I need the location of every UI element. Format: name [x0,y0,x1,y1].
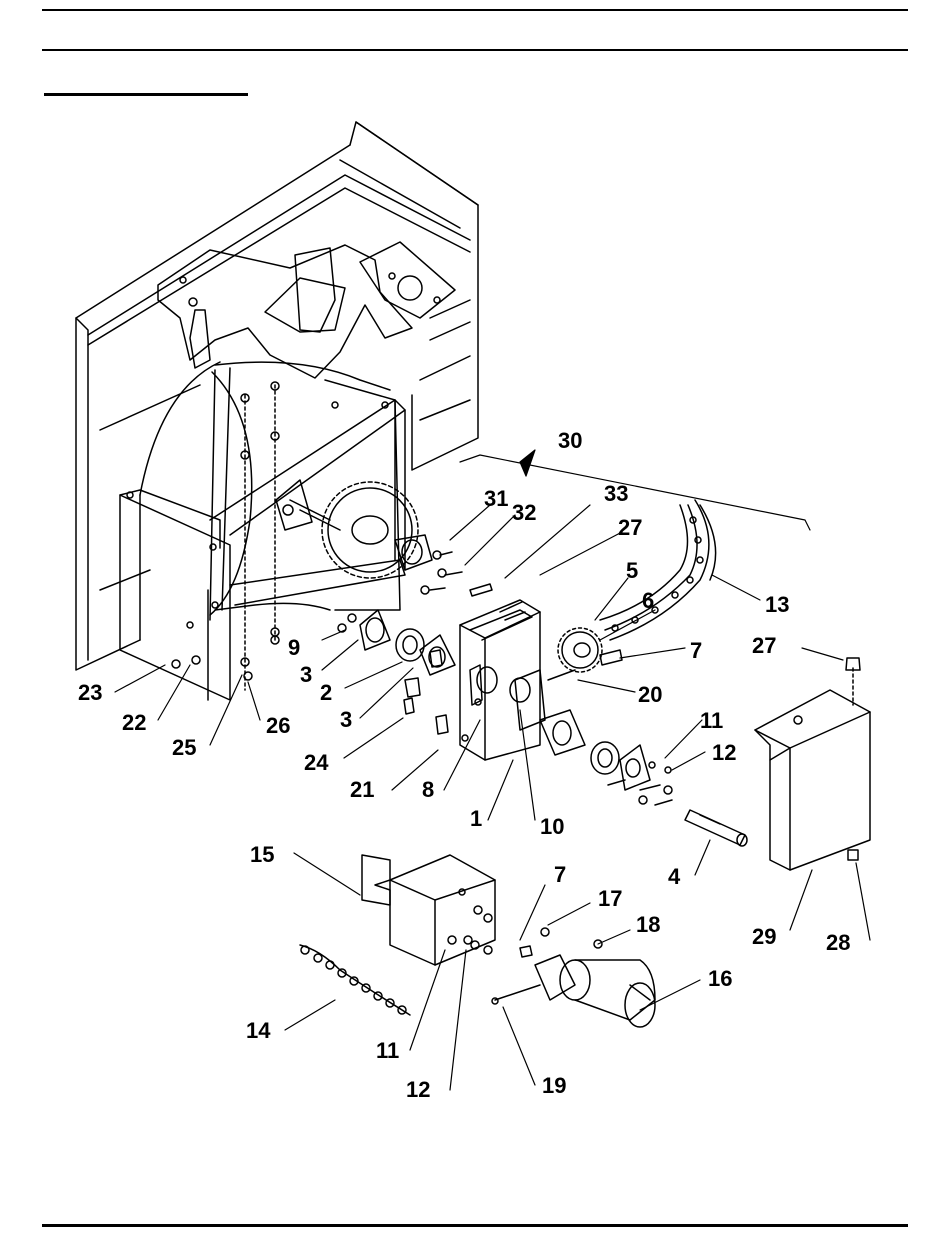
callout-4: 4 [668,864,681,889]
callout-13: 13 [765,592,789,617]
callout-32: 32 [512,500,536,525]
callout-23: 23 [78,680,102,705]
drive-sprocket [548,628,622,680]
callout-24: 24 [304,750,329,775]
callout-33: 33 [604,481,628,506]
callout-14: 14 [246,1018,271,1043]
callout-30: 30 [558,428,582,453]
callout-7-top: 7 [690,638,702,663]
callout-27-top: 27 [618,515,642,540]
gearbox-cover [755,658,870,870]
callout-17: 17 [598,886,622,911]
chain-guard [362,855,495,965]
callout-2: 2 [320,680,332,705]
callout-10: 10 [540,814,564,839]
callout-12-bottom: 12 [406,1077,430,1102]
bearing-flanges-right [540,710,672,805]
callout-15: 15 [250,842,274,867]
callout-1: 1 [470,806,482,831]
callout-26: 26 [266,713,290,738]
callout-11-bottom: 11 [376,1038,399,1063]
callout-11-right: 11 [700,708,723,733]
callout-25: 25 [172,735,196,760]
gearbox-housing [460,600,545,760]
callout-22: 22 [122,710,146,735]
output-shaft [685,810,747,846]
callout-7-bottom: 7 [554,862,566,887]
callout-12-right: 12 [712,740,736,765]
callout-18: 18 [636,912,660,937]
bearing-flanges-left [360,610,455,697]
carriage-bolts [404,698,448,734]
callout-31: 31 [484,486,508,511]
callout-27-right: 27 [752,633,776,658]
callout-3-lower: 3 [340,707,352,732]
callout-19: 19 [542,1073,566,1098]
callout-28: 28 [826,930,850,955]
callout-29: 29 [752,924,776,949]
callout-21: 21 [350,777,374,802]
auger-gearbox [492,928,655,1027]
callout-3-upper: 3 [300,662,312,687]
callout-6: 6 [642,588,654,613]
callout-9: 9 [288,635,300,660]
callout-16: 16 [708,966,732,991]
callout-leaders [115,450,870,1090]
chain-link-strip [300,945,410,1015]
callout-20: 20 [638,682,662,707]
callout-5: 5 [626,558,638,583]
chute-mount-plate [158,242,455,378]
callout-8: 8 [422,777,434,802]
snowthrower-housing [76,122,478,670]
side-brackets [120,400,405,700]
